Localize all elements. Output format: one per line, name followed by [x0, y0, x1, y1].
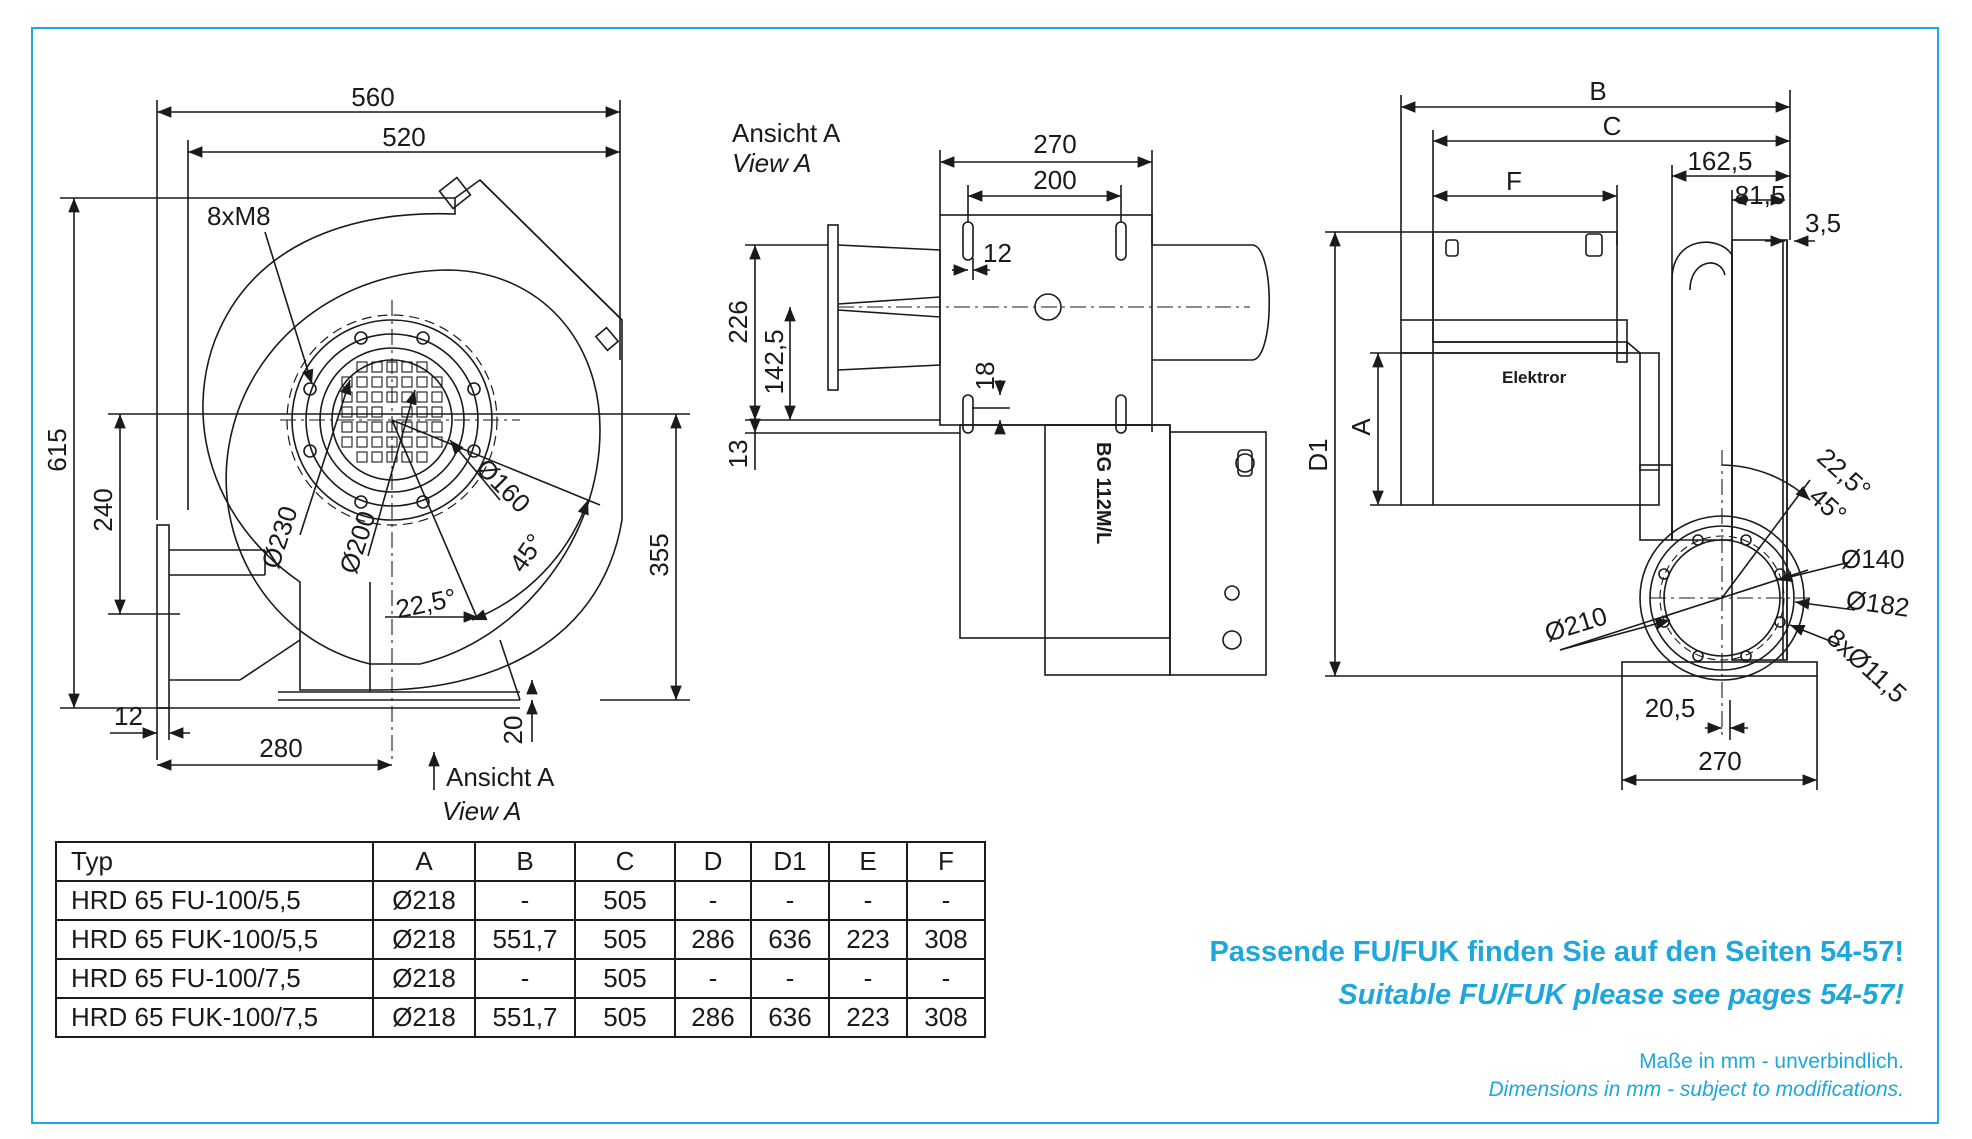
cell: - [674, 958, 752, 999]
cell: - [750, 958, 830, 999]
dim-13: 13 [723, 440, 753, 469]
dim-18: 18 [970, 362, 1000, 391]
cell: - [474, 958, 576, 999]
cell: 636 [750, 919, 830, 960]
dim-8xm8: 8xM8 [207, 201, 271, 231]
rear-view [1325, 90, 1856, 790]
dim-142: 142,5 [759, 329, 789, 394]
cell: 551,7 [474, 997, 576, 1038]
notice-german: Passende FU/FUK finden Sie auf den Seite… [1209, 936, 1904, 968]
col-a: A [372, 841, 476, 882]
col-d: D [674, 841, 752, 882]
table-row: HRD 65 FU-100/7,5 Ø218 - 505 - - - - [55, 958, 986, 999]
cell: Ø218 [372, 880, 476, 921]
dim-d160: Ø160 [470, 453, 536, 519]
dim-d182: Ø182 [1844, 584, 1911, 623]
dim-f: F [1506, 166, 1522, 196]
side-view [745, 150, 1270, 676]
dim-355: 355 [644, 533, 674, 576]
cell: - [828, 958, 908, 999]
dim-81: 81,5 [1735, 180, 1786, 210]
cell: 636 [750, 997, 830, 1038]
cell: 505 [574, 958, 676, 999]
dim-12-mid: 12 [983, 238, 1012, 268]
dim-base-12: 12 [114, 701, 143, 731]
cell: 286 [674, 997, 752, 1038]
cell: 505 [574, 919, 676, 960]
cell: HRD 65 FU-100/7,5 [55, 958, 374, 999]
cell: 308 [906, 997, 986, 1038]
cell: 551,7 [474, 919, 576, 960]
dim-3: 3,5 [1805, 208, 1841, 238]
col-e: E [828, 841, 908, 882]
cell: - [474, 880, 576, 921]
middle-title-de: Ansicht A [732, 118, 841, 148]
dim-a: A [1346, 418, 1376, 436]
dim-base-20: 20 [498, 716, 528, 745]
dim-angle-22: 22,5° [393, 582, 459, 624]
col-typ: Typ [55, 841, 374, 882]
cell: 505 [574, 997, 676, 1038]
cell: Ø218 [372, 958, 476, 999]
cell: HRD 65 FU-100/5,5 [55, 880, 374, 921]
table-row: HRD 65 FUK-100/5,5 Ø218 551,7 505 286 63… [55, 919, 986, 960]
notice-english: Suitable FU/FUK please see pages 54-57! [1338, 979, 1904, 1011]
dim-angle-45: 45° [503, 528, 550, 577]
cell: 286 [674, 919, 752, 960]
dim-d140: Ø140 [1841, 544, 1905, 574]
dim-200-top: 200 [1033, 165, 1076, 195]
table-row: HRD 65 FUK-100/7,5 Ø218 551,7 505 286 63… [55, 997, 986, 1038]
cell: Ø218 [372, 997, 476, 1038]
motor-label: BG 112M/L [1092, 442, 1114, 544]
view-label-en: View A [442, 796, 522, 826]
dim-270-top: 270 [1033, 129, 1076, 159]
dim-270-right: 270 [1698, 746, 1741, 776]
cell: 223 [828, 919, 908, 960]
dim-560: 560 [351, 82, 394, 112]
disclaimer-german: Maße in mm - unverbindlich. [1639, 1050, 1904, 1073]
dim-240: 240 [88, 488, 118, 531]
dim-20-5: 20,5 [1645, 693, 1696, 723]
cell: 308 [906, 919, 986, 960]
drawing-frame [31, 27, 1939, 1124]
dim-b: B [1589, 76, 1606, 106]
dim-226: 226 [723, 300, 753, 343]
dim-d210: Ø210 [1541, 600, 1611, 647]
col-f: F [906, 841, 986, 882]
dim-615: 615 [42, 428, 72, 471]
cell: - [750, 880, 830, 921]
dim-162: 162,5 [1687, 146, 1752, 176]
view-label-de: Ansicht A [446, 762, 555, 792]
cell: - [674, 880, 752, 921]
col-c: C [574, 841, 676, 882]
col-b: B [474, 841, 576, 882]
dim-520: 520 [382, 122, 425, 152]
cell: Ø218 [372, 919, 476, 960]
cell: - [906, 958, 986, 999]
dim-holes: 8xØ11,5 [1821, 622, 1913, 709]
cell: - [906, 880, 986, 921]
table-row: HRD 65 FU-100/5,5 Ø218 - 505 - - - - [55, 880, 986, 921]
dim-d200: Ø200 [333, 507, 381, 577]
cell: 505 [574, 880, 676, 921]
cell: HRD 65 FUK-100/7,5 [55, 997, 374, 1038]
dimension-table: Typ A B C D D1 E F HRD 65 FU-100/5,5 Ø21… [55, 841, 986, 1038]
col-d1: D1 [750, 841, 830, 882]
dim-base-280: 280 [259, 733, 302, 763]
middle-title-en: View A [732, 148, 812, 178]
dim-d1: D1 [1303, 438, 1333, 471]
dim-d230: Ø230 [255, 502, 303, 572]
table-header-row: Typ A B C D D1 E F [55, 841, 986, 882]
cell: - [828, 880, 908, 921]
cell: 223 [828, 997, 908, 1038]
cell: HRD 65 FUK-100/5,5 [55, 919, 374, 960]
disclaimer-english: Dimensions in mm - subject to modificati… [1488, 1078, 1904, 1101]
motor-brand: Elektror [1502, 368, 1567, 387]
front-view [60, 100, 690, 790]
dim-c: C [1603, 111, 1622, 141]
